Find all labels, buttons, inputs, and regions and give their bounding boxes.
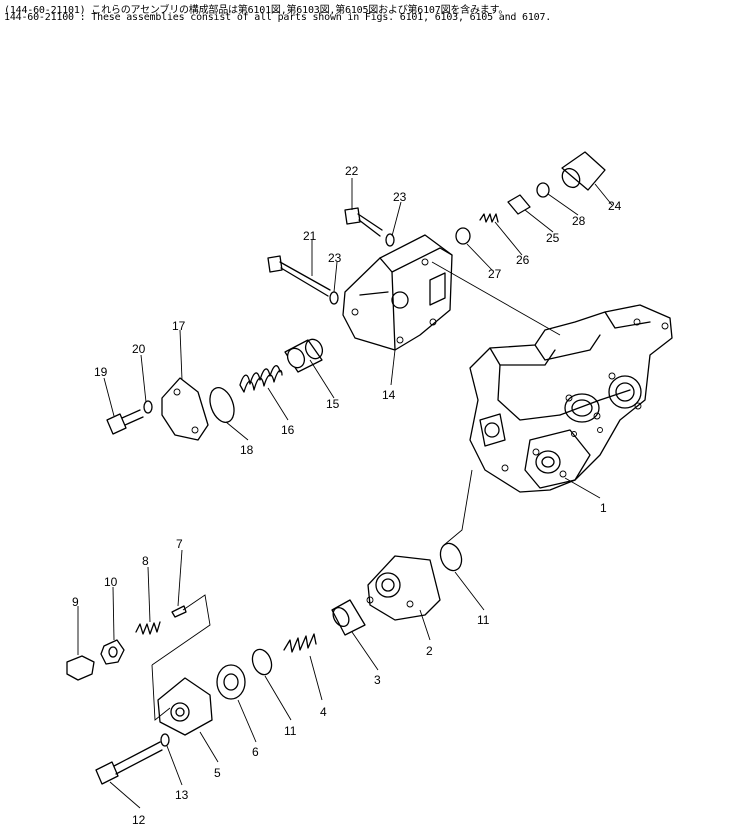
part-20-washer	[143, 400, 153, 414]
part-26-spring	[479, 213, 499, 223]
part-16-spring	[239, 365, 283, 393]
part-18-o-ring	[209, 387, 235, 423]
callout-10: 10	[104, 575, 118, 589]
assembly-guide-lines	[151, 261, 561, 721]
callout-1: 1	[600, 501, 607, 515]
callout-labels: 1 2 3 4 5 6 7 8 9 10 11 11 12 13 14 15 1…	[72, 164, 622, 826]
callout-2: 2	[426, 644, 433, 658]
callout-23-lower: 23	[328, 251, 342, 265]
part-14-cover	[342, 234, 453, 351]
callout-25: 25	[546, 231, 560, 245]
callout-26: 26	[516, 253, 530, 267]
leader-lines	[77, 178, 613, 809]
part-7-pin	[171, 605, 187, 618]
callout-21: 21	[303, 229, 317, 243]
part-13-washer	[160, 733, 170, 747]
part-9-plug	[66, 655, 95, 681]
callout-9: 9	[72, 595, 79, 609]
callout-6: 6	[252, 745, 259, 759]
part-17-plate	[161, 377, 209, 441]
part-27-seat	[455, 227, 471, 245]
part-4-spring	[283, 633, 317, 653]
part-15-sleeve	[284, 338, 324, 373]
part-1-valve-body	[469, 304, 673, 493]
callout-11-lower: 11	[284, 724, 297, 738]
callout-18: 18	[240, 443, 254, 457]
callout-3: 3	[374, 673, 381, 687]
part-6-seat	[216, 664, 246, 700]
callout-24: 24	[608, 199, 622, 213]
callout-8: 8	[142, 554, 149, 568]
callout-15: 15	[326, 397, 340, 411]
callout-19: 19	[94, 365, 108, 379]
part-23-washer-upper	[385, 233, 395, 247]
part-5-cover	[157, 677, 213, 736]
part-11-o-ring-upper	[439, 542, 463, 572]
part-8-spring	[135, 621, 161, 635]
part-22-bolt	[344, 207, 383, 237]
callout-28: 28	[572, 214, 586, 228]
part-2-elbow-housing	[366, 555, 441, 621]
callout-4: 4	[320, 705, 327, 719]
header-note-en: 144-60-21100 : These assemblies consist …	[4, 12, 552, 23]
callout-14: 14	[382, 388, 396, 402]
callout-16: 16	[281, 423, 295, 437]
part-21-bolt	[267, 255, 331, 297]
part-19-bolt	[106, 409, 144, 435]
part-25-piston	[507, 194, 531, 215]
callout-27: 27	[488, 267, 502, 281]
callout-5: 5	[214, 766, 221, 780]
header-note-jp: (144-60-21101) これらのアセンブリの構成部品は第6101図,第61…	[4, 5, 509, 16]
callout-11-upper: 11	[477, 613, 490, 627]
callout-17: 17	[172, 319, 186, 333]
part-11-o-ring-lower	[251, 648, 273, 676]
callout-13: 13	[175, 788, 189, 802]
part-24-plug	[561, 151, 606, 191]
callout-23-upper: 23	[393, 190, 407, 204]
part-23-washer-lower	[329, 291, 339, 305]
part-12-bolt	[95, 741, 163, 785]
callout-7: 7	[176, 537, 183, 551]
callout-22: 22	[345, 164, 359, 178]
callout-20: 20	[132, 342, 146, 356]
part-3-sleeve	[331, 599, 366, 636]
part-28-o-ring	[536, 182, 550, 198]
callout-12: 12	[132, 813, 146, 826]
part-10-nut	[100, 639, 125, 665]
